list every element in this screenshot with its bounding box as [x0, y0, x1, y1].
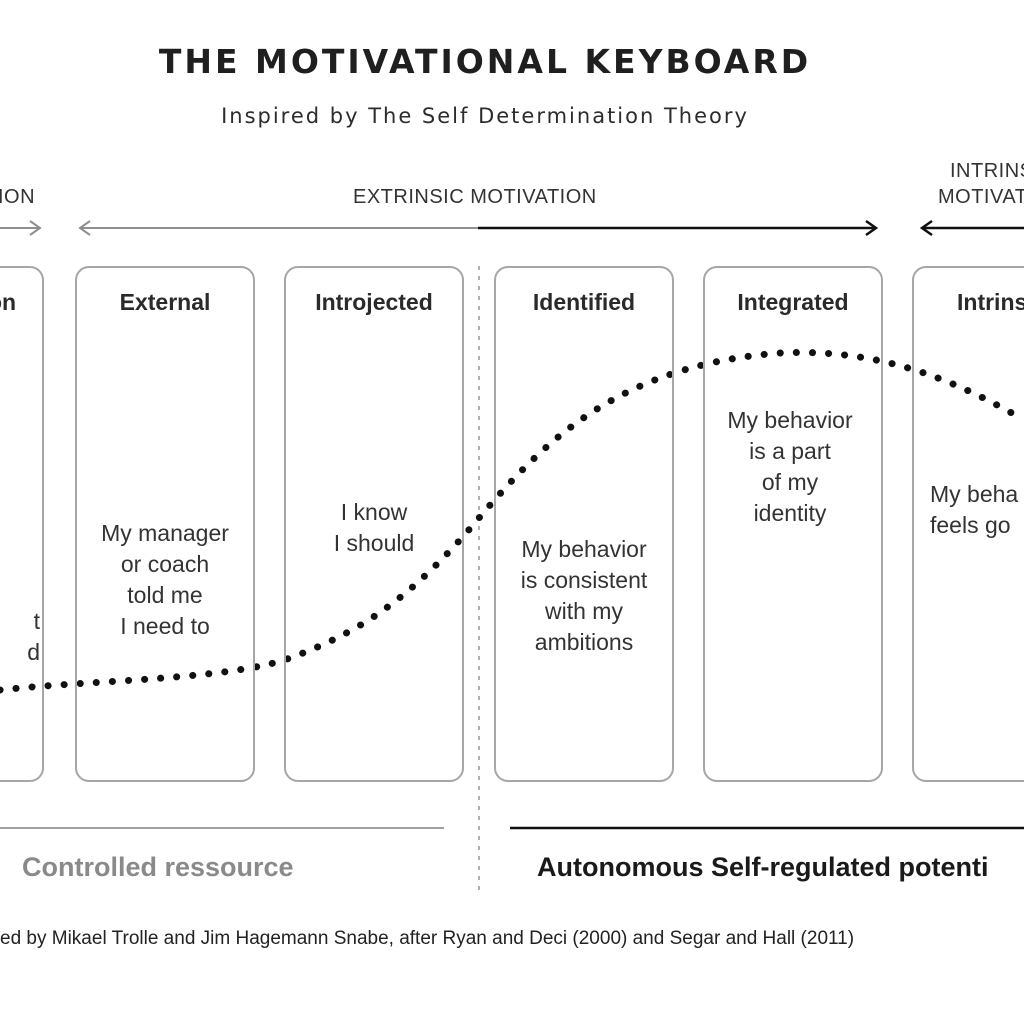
card-intrinsic: [912, 266, 1024, 782]
credit-line: ed by Mikael Trolle and Jim Hagemann Sna…: [0, 928, 855, 949]
page-title: THE MOTIVATIONAL KEYBOARD: [158, 42, 812, 81]
category-left-partial: ION: [0, 186, 36, 208]
intrinsic-arrow: [919, 219, 1024, 237]
card-title-identified: Identified: [532, 289, 636, 315]
left-partial-arrow: [0, 220, 42, 236]
extrinsic-arrow: [78, 219, 879, 237]
card-text-intrinsic: My beha feels go: [930, 481, 1019, 538]
card-title-intrinsic: Intrins: [957, 289, 1024, 315]
card-text-integrated: My behavior is a part of my identity: [727, 407, 853, 526]
card-title-amotivation: on: [0, 289, 17, 315]
controlled-resource-label: Controlled ressource: [22, 852, 294, 882]
card-external: [75, 266, 255, 782]
category-intrinsic-line2: MOTIVAT: [938, 186, 1024, 208]
autonomous-potential-label: Autonomous Self-regulated potenti: [537, 852, 989, 882]
card-identified: [494, 266, 674, 782]
card-title-introjected: Introjected: [315, 289, 433, 315]
card-text-external: My manager or coach told me I need to: [101, 520, 229, 639]
card-title-integrated: Integrated: [737, 289, 849, 315]
card-amotivation: [0, 266, 44, 782]
category-intrinsic-line1: INTRINS: [950, 160, 1024, 182]
card-introjected: [284, 266, 464, 782]
category-extrinsic: EXTRINSIC MOTIVATION: [353, 186, 597, 208]
card-text-amotivation: t d: [27, 608, 40, 665]
card-integrated: [703, 266, 883, 782]
card-text-introjected: I know I should: [333, 499, 415, 556]
motivation-curve: [0, 348, 1024, 694]
card-title-external: External: [119, 289, 211, 315]
card-text-identified: My behavior is consistent with my ambiti…: [520, 536, 648, 655]
page-subtitle: Inspired by The Self Determination Theor…: [221, 104, 749, 128]
